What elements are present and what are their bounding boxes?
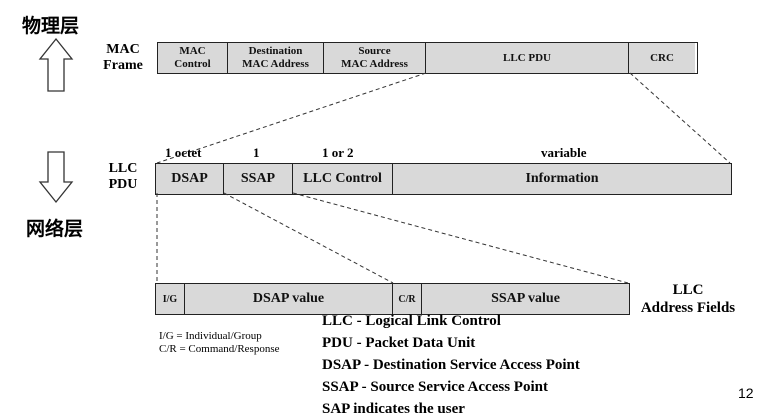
legend: I/G = Individual/Group C/R = Command/Res… <box>159 330 279 356</box>
llc-control-field: LLC Control <box>293 164 393 194</box>
up-arrow-icon <box>38 37 74 92</box>
definition-item: DSAP - Destination Service Access Point <box>322 357 580 373</box>
connector-line <box>156 72 427 164</box>
connector-line <box>292 192 629 284</box>
dsap-field: DSAP <box>156 164 224 194</box>
network-layer-label: 网络层 <box>26 218 84 240</box>
dsap-size-label: 1 octet <box>165 145 202 160</box>
ssap-value-field: SSAP value <box>422 284 629 314</box>
dsap-value-field: DSAP value <box>185 284 393 314</box>
crc-field: CRC <box>629 43 695 73</box>
information-size-label: variable <box>541 145 587 160</box>
definitions-list: LLC - Logical Link Control PDU - Packet … <box>322 310 580 420</box>
ssap-field: SSAP <box>224 164 293 194</box>
connector-line <box>223 192 394 284</box>
down-arrow-icon <box>38 151 74 204</box>
llc-pdu-field: LLC PDU <box>426 43 629 73</box>
ssap-size-label: 1 <box>253 145 260 160</box>
llc-pdu-row: DSAP SSAP LLC Control Information <box>155 163 732 195</box>
definition-item: PDU - Packet Data Unit <box>322 335 476 351</box>
legend-item: I/G = Individual/Group <box>159 330 262 342</box>
connector-line <box>629 72 731 164</box>
page-number: 12 <box>738 385 754 401</box>
cr-field: C/R <box>393 284 422 314</box>
information-field: Information <box>393 164 731 194</box>
llc-address-fields-label: LLC Address Fields <box>640 282 736 316</box>
legend-item: C/R = Command/Response <box>159 343 280 355</box>
definition-item: SSAP - Source Service Access Point <box>322 379 548 395</box>
definition-item: LLC - Logical Link Control <box>322 313 501 329</box>
address-fields-row: I/G DSAP value C/R SSAP value <box>155 283 630 315</box>
llc-pdu-label: LLC PDU <box>108 161 138 192</box>
control-size-label: 1 or 2 <box>322 145 354 160</box>
definition-item: SAP indicates the user <box>322 401 465 417</box>
mac-frame-label: MAC Frame <box>103 42 143 73</box>
physical-layer-label: 物理层 <box>22 15 80 37</box>
ig-field: I/G <box>156 284 185 314</box>
